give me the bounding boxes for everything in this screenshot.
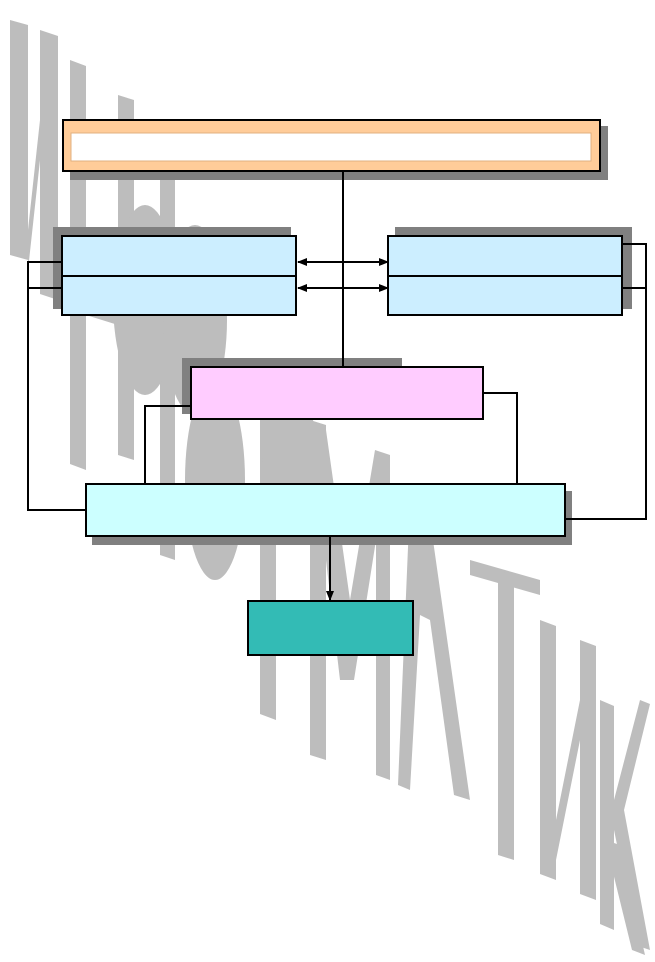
- center-left-line: [144, 405, 191, 486]
- top-box: [62, 119, 601, 172]
- center-box: [190, 366, 484, 420]
- right-bracket-line: [565, 243, 647, 520]
- connectors: [27, 171, 647, 601]
- wide-box: [85, 483, 566, 537]
- left-bracket-line: [27, 261, 86, 511]
- center-right-line: [483, 392, 518, 486]
- top-box-inner-field: [70, 132, 592, 162]
- bottom-box: [247, 600, 414, 656]
- right-box: [387, 235, 623, 316]
- left-box: [61, 235, 297, 316]
